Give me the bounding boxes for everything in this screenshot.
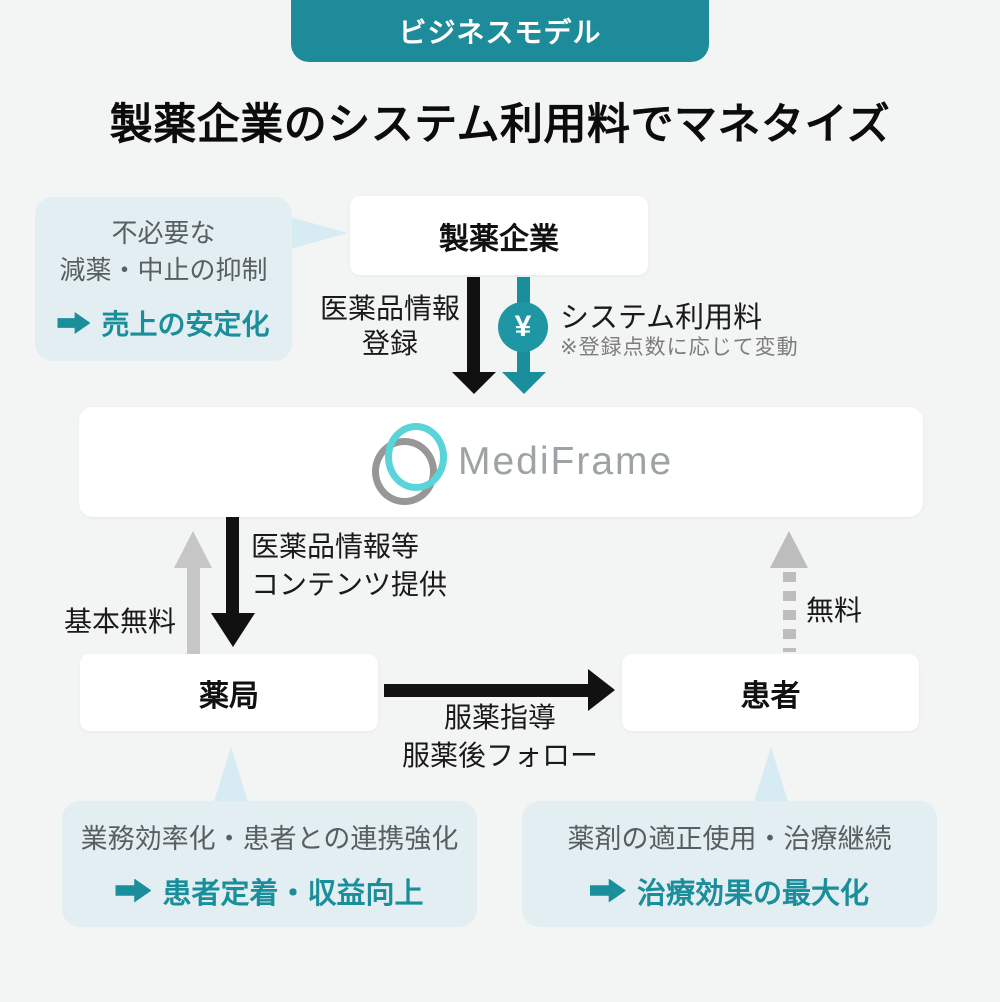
label-content: 医薬品情報等 コンテンツ提供 — [251, 531, 448, 600]
arrow-fee-head — [502, 372, 546, 394]
callout-pharma: 不必要な 減薬・中止の抑制 売上の安定化 — [35, 197, 292, 361]
callout-pharmacy-pointer — [213, 747, 249, 805]
callout-pharma-result: 売上の安定化 — [57, 303, 270, 343]
arrow-register-shaft — [467, 277, 480, 374]
callout-pharmacy-line: 業務効率化・患者との連携強化 — [80, 823, 459, 854]
arrow-right-icon — [115, 878, 152, 903]
node-pharma: 製薬企業 — [350, 196, 648, 275]
callout-patient-pointer — [753, 747, 789, 805]
node-pharma-label: 製薬企業 — [439, 222, 559, 256]
arrow-register-head — [452, 372, 496, 394]
node-pharmacy-label: 薬局 — [199, 679, 259, 713]
callout-pharma-line2: 減薬・中止の抑制 — [59, 255, 268, 285]
callout-patient-result-text: 治療効果の最大化 — [636, 877, 869, 910]
callout-patient-result: 治療効果の最大化 — [589, 870, 869, 912]
arrow-content-head — [211, 613, 255, 647]
platform-logo-text: MediFrame — [458, 440, 674, 483]
arrow-guidance-shaft — [384, 684, 590, 697]
label-fee-note: ※登録点数に応じて変動 — [560, 336, 799, 359]
label-free: 無料 — [806, 595, 863, 626]
section-badge: ビジネスモデル — [291, 0, 709, 62]
node-patient-label: 患者 — [740, 679, 801, 713]
callout-pharmacy-result: 患者定着・収益向上 — [115, 870, 424, 912]
section-badge-label: ビジネスモデル — [398, 17, 602, 48]
arrow-free-head — [770, 531, 808, 568]
arrow-free-shaft — [783, 572, 796, 652]
yen-icon: ¥ — [498, 302, 548, 352]
arrow-right-icon — [57, 312, 91, 334]
arrow-basic-free-head — [174, 531, 212, 568]
label-fee: システム利用料 — [560, 302, 763, 334]
arrow-basic-free-shaft — [187, 566, 200, 654]
arrow-guidance-head — [588, 669, 615, 711]
callout-patient-line: 薬剤の適正使用・治療継続 — [567, 823, 892, 854]
logo-ring-cyan-icon — [385, 423, 447, 491]
callout-pharma-pointer — [290, 217, 348, 249]
node-pharmacy: 薬局 — [80, 654, 378, 731]
callout-pharma-result-text: 売上の安定化 — [101, 309, 270, 340]
label-register: 医薬品情報 登録 — [319, 293, 460, 359]
arrow-right-icon — [589, 878, 626, 903]
callout-pharmacy: 業務効率化・患者との連携強化 患者定着・収益向上 — [62, 801, 477, 927]
callout-patient: 薬剤の適正使用・治療継続 治療効果の最大化 — [522, 801, 937, 927]
node-platform — [79, 407, 923, 517]
callout-pharmacy-result-text: 患者定着・収益向上 — [162, 877, 424, 910]
label-basic-free: 基本無料 — [64, 606, 177, 637]
node-patient: 患者 — [622, 654, 919, 731]
callout-pharma-line1: 不必要な — [111, 218, 216, 248]
arrow-content-shaft — [226, 517, 239, 615]
page-title: 製薬企業のシステム利用料でマネタイズ — [109, 101, 891, 149]
label-guidance: 服薬指導 服薬後フォロー — [401, 702, 598, 771]
